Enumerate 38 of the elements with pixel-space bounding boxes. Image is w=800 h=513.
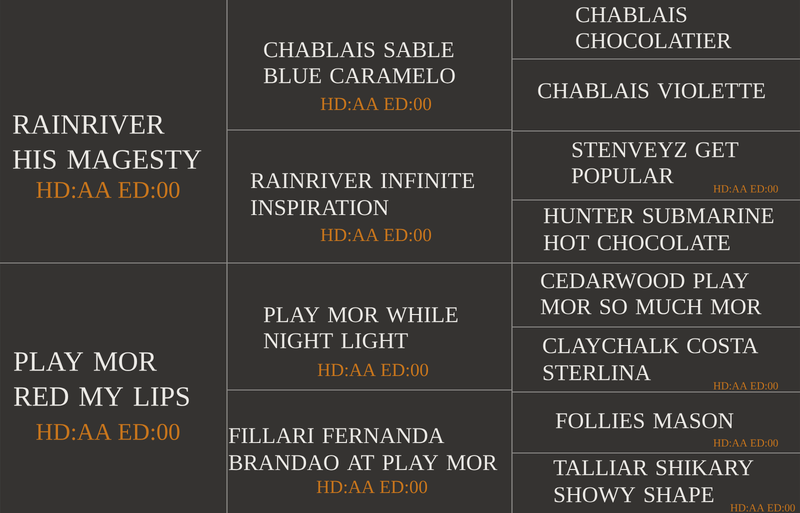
health-score: HD:AA ED:00 (714, 382, 778, 390)
health-score: HD:AA ED:00 (36, 424, 180, 440)
health-score: HD:AA ED:00 (36, 182, 180, 198)
pedigree-cell (226, 389, 513, 513)
dog-name: RAINRIVER INFINITE INSPIRATION (250, 173, 474, 216)
pedigree-cell (511, 326, 800, 393)
pedigree-cell (0, 262, 228, 513)
pedigree-cell (226, 262, 513, 391)
pedigree-cell (511, 130, 800, 201)
dog-name: STENVEYZ GET POPULAR (572, 142, 738, 184)
health-score: HD:AA ED:00 (320, 98, 432, 110)
dog-name: FOLLIES MASON (556, 413, 734, 428)
dog-name: HUNTER SUBMARINE HOT CHOCOLATE (544, 208, 774, 250)
pedigree-cell (511, 452, 800, 513)
pedigree-cell (511, 262, 800, 328)
dog-name: TALLIAR SHIKARY SHOWY SHAPE (554, 460, 754, 502)
dog-name: FILLARI FERNANDA BRANDAO AT PLAY MOR (228, 428, 498, 470)
health-score: HD:AA ED:00 (714, 439, 778, 447)
dog-name: CHABLAIS CHOCOLATIER (576, 7, 732, 48)
pedigree-cell (511, 199, 800, 264)
dog-name: PLAY MOR RED MY LIPS (14, 352, 189, 406)
pedigree-cell (226, 129, 513, 264)
dog-name: CLAYCHALK COSTA STERLINA (543, 338, 758, 380)
dog-name: PLAY MOR WHILE NIGHT LIGHT (264, 307, 458, 348)
health-score: HD:AA ED:00 (320, 228, 432, 242)
dog-name: CHABLAIS VIOLETTE (538, 83, 765, 98)
health-score: HD:AA ED:00 (714, 185, 778, 193)
pedigree-cell (511, 58, 800, 132)
pedigree-cell (511, 0, 800, 60)
dog-name: CHABLAIS SABLE BLUE CARAMELO (264, 42, 455, 84)
pedigree-cell (511, 391, 800, 454)
dog-name: CEDARWOOD PLAY MOR SO MUCH MOR (540, 273, 762, 314)
dog-name: RAINRIVER HIS MAGESTY (13, 115, 202, 169)
pedigree-cell (0, 0, 228, 264)
health-score: HD:AA ED:00 (318, 364, 428, 376)
health-score: HD:AA ED:00 (316, 480, 428, 494)
health-score: HD:AA ED:00 (730, 504, 795, 512)
pedigree-cell (226, 0, 513, 131)
